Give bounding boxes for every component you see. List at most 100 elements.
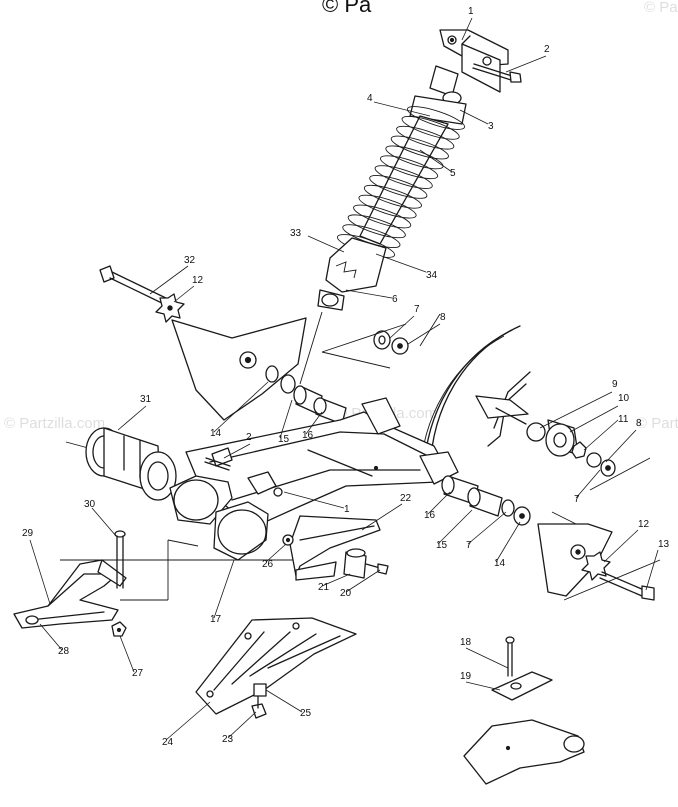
leader-line [495, 521, 521, 563]
callout-10: 10 [618, 393, 630, 404]
spacer-21 [343, 548, 367, 579]
hitch-nut-27 [111, 621, 127, 637]
leader-line [459, 109, 489, 125]
callout-21: 21 [318, 582, 330, 593]
leader-line [505, 55, 547, 73]
leader-line [265, 543, 287, 563]
callout-12: 12 [192, 275, 204, 286]
callout-17: 17 [210, 614, 222, 625]
leader-line [91, 507, 117, 537]
callout-24: 24 [162, 737, 174, 748]
leader-line [307, 235, 345, 253]
hitch-bracket [13, 559, 127, 629]
leader-line [373, 101, 431, 117]
spring-coil [347, 214, 406, 239]
leader-line [213, 559, 235, 619]
callout-8b: 8 [636, 418, 642, 429]
hitch-bolt-30 [114, 530, 126, 589]
leader-line [467, 511, 507, 545]
leader-lines [29, 17, 659, 741]
callout-7b: 7 [574, 494, 580, 505]
skid-bolt-23 [251, 695, 267, 719]
left-bushing-stack [265, 365, 347, 425]
skid-plate [195, 617, 357, 715]
callout-16: 16 [302, 430, 314, 441]
callout-29: 29 [22, 528, 34, 539]
leader-line [173, 285, 195, 303]
bolt-20 [365, 563, 389, 575]
callout-25: 25 [300, 708, 312, 719]
right-side-plate [537, 523, 613, 597]
watermark-top-right: © Partzilla.com [644, 0, 678, 16]
upper-mount-bracket [439, 29, 509, 93]
callout-7: 7 [414, 304, 420, 315]
clamp-brackets [169, 447, 283, 561]
leader-line [407, 323, 441, 345]
spring-coil [358, 194, 417, 219]
mount-bolt-18 [505, 636, 515, 677]
callout-8: 8 [440, 312, 446, 323]
spring-coil [353, 204, 412, 229]
callout-18: 18 [460, 637, 472, 648]
callout-labels: 1 2 4 3 5 33 34 6 32 12 7 8 31 2 14 15 1… [22, 6, 670, 748]
leader-line [117, 405, 147, 431]
callout-15: 15 [278, 434, 290, 445]
upper-mount-bolt [472, 63, 522, 83]
callout-20: 20 [340, 588, 352, 599]
leader-line [265, 689, 303, 713]
lower-bracket [289, 515, 381, 581]
callout-15b: 15 [436, 540, 448, 551]
leader-line [223, 443, 251, 459]
callout-4: 4 [367, 93, 373, 104]
leader-line [389, 315, 415, 339]
leader-line [645, 549, 659, 591]
spring-coil [406, 106, 466, 130]
leader-line [569, 405, 619, 433]
leader-line [165, 701, 211, 741]
callout-5: 5 [450, 168, 456, 179]
leader-line [213, 381, 269, 433]
spring-coil [369, 175, 428, 199]
leader-line [437, 509, 473, 545]
spring-coil [374, 165, 433, 189]
watermark-right: © Partzilla.com [636, 415, 678, 432]
left-bolt [99, 265, 171, 307]
bolt-2-center [204, 457, 231, 471]
callout-11: 11 [618, 414, 629, 425]
leader-line [575, 469, 601, 499]
callout-2b: 2 [246, 432, 252, 443]
leader-line [465, 681, 501, 691]
leader-line [149, 265, 189, 295]
callout-33: 33 [290, 228, 302, 239]
spring-coil [401, 115, 460, 140]
left-star-washer [155, 293, 185, 323]
skid-spacer-25 [253, 683, 267, 697]
callout-14b: 14 [494, 558, 506, 569]
leader-line [39, 623, 63, 651]
upper-bushings-right [373, 330, 409, 355]
callout-9: 9 [612, 379, 618, 390]
right-bolt [599, 571, 655, 601]
leader-line [583, 419, 619, 451]
leader-line [345, 569, 381, 593]
leader-line [539, 391, 613, 429]
leader-line [361, 503, 403, 531]
right-hub-stack [475, 395, 616, 477]
callout-34: 34 [426, 270, 438, 281]
callout-28: 28 [58, 646, 70, 657]
leader-line [227, 711, 257, 739]
callout-1b: 1 [344, 504, 350, 515]
leader-line [283, 491, 345, 509]
callout-19: 19 [460, 671, 472, 682]
leader-line [465, 647, 509, 669]
watermark-top: © Pa [322, 0, 372, 17]
left-side-plate [171, 317, 307, 421]
callout-12b: 12 [638, 519, 650, 530]
spring-coil [380, 155, 439, 180]
callout-2: 2 [544, 44, 550, 55]
leader-line [419, 149, 453, 173]
leader-line [603, 529, 639, 563]
callout-7c: 7 [466, 540, 472, 551]
nut-26 [282, 534, 294, 546]
shock-absorber [317, 65, 467, 311]
